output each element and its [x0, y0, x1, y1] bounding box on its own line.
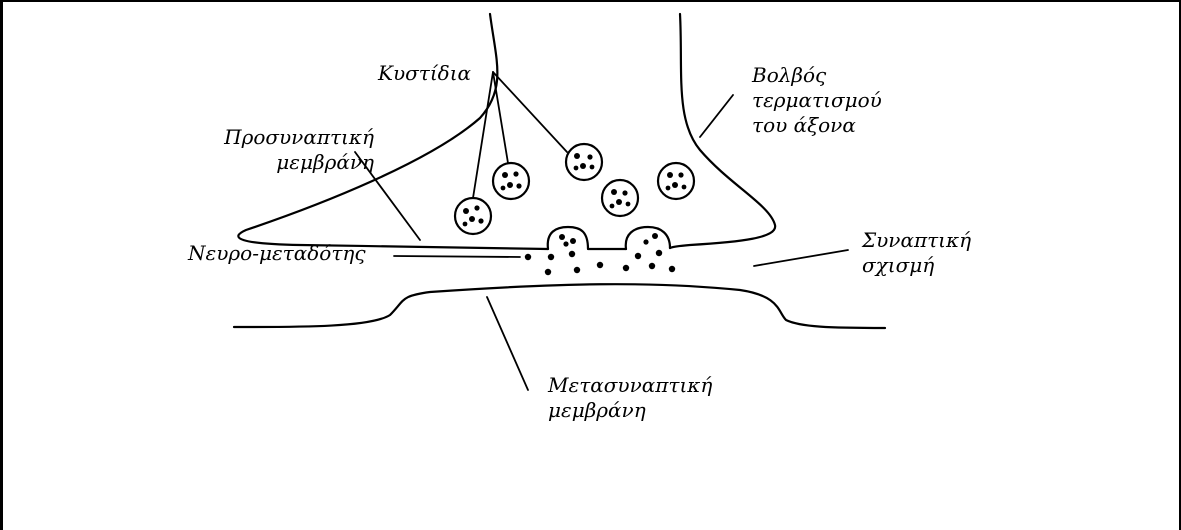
- terminal-bulb-line-3: του άξονα: [752, 113, 882, 138]
- release-site-2: [626, 227, 670, 249]
- vesicle: [602, 180, 638, 216]
- postsynaptic-membrane-outline: [234, 284, 885, 328]
- neurotransmitter-leader: [394, 256, 520, 257]
- postsynaptic-membrane-label: Μετασυναπτική μεμβράνη: [548, 373, 712, 423]
- vesicle: [658, 163, 694, 199]
- postsynaptic-line-2: μεμβράνη: [548, 398, 712, 423]
- terminal-bulb-line-2: τερματισμού: [752, 88, 882, 113]
- presynaptic-membrane-label: Προσυναπτική μεμβράνη: [164, 125, 374, 175]
- terminal-bulb-label: Βολβός τερματισμού του άξονα: [752, 63, 882, 138]
- postsynaptic-line-1: Μετασυναπτική: [548, 373, 712, 398]
- synaptic-cleft-label: Συναπτική σχισμή: [862, 228, 971, 278]
- presynaptic-line-2: μεμβράνη: [164, 150, 374, 175]
- synaptic-cleft-line-1: Συναπτική: [862, 228, 971, 253]
- vesicles-leader: [473, 72, 493, 198]
- postsynaptic-leader: [487, 297, 528, 390]
- synaptic-cleft-line-2: σχισμή: [862, 253, 971, 278]
- vesicles-label: Κυστίδια: [378, 61, 471, 86]
- vesicle: [493, 163, 529, 199]
- presynaptic-line-1: Προσυναπτική: [164, 125, 374, 150]
- vesicle: [455, 198, 491, 234]
- synaptic-cleft-leader: [754, 250, 848, 266]
- vesicle: [566, 144, 602, 180]
- terminal-bulb-line-1: Βολβός: [752, 63, 882, 88]
- neurotransmitter-label: Νευρο-μεταδότης: [188, 241, 366, 266]
- terminal-bulb-leader: [700, 95, 733, 137]
